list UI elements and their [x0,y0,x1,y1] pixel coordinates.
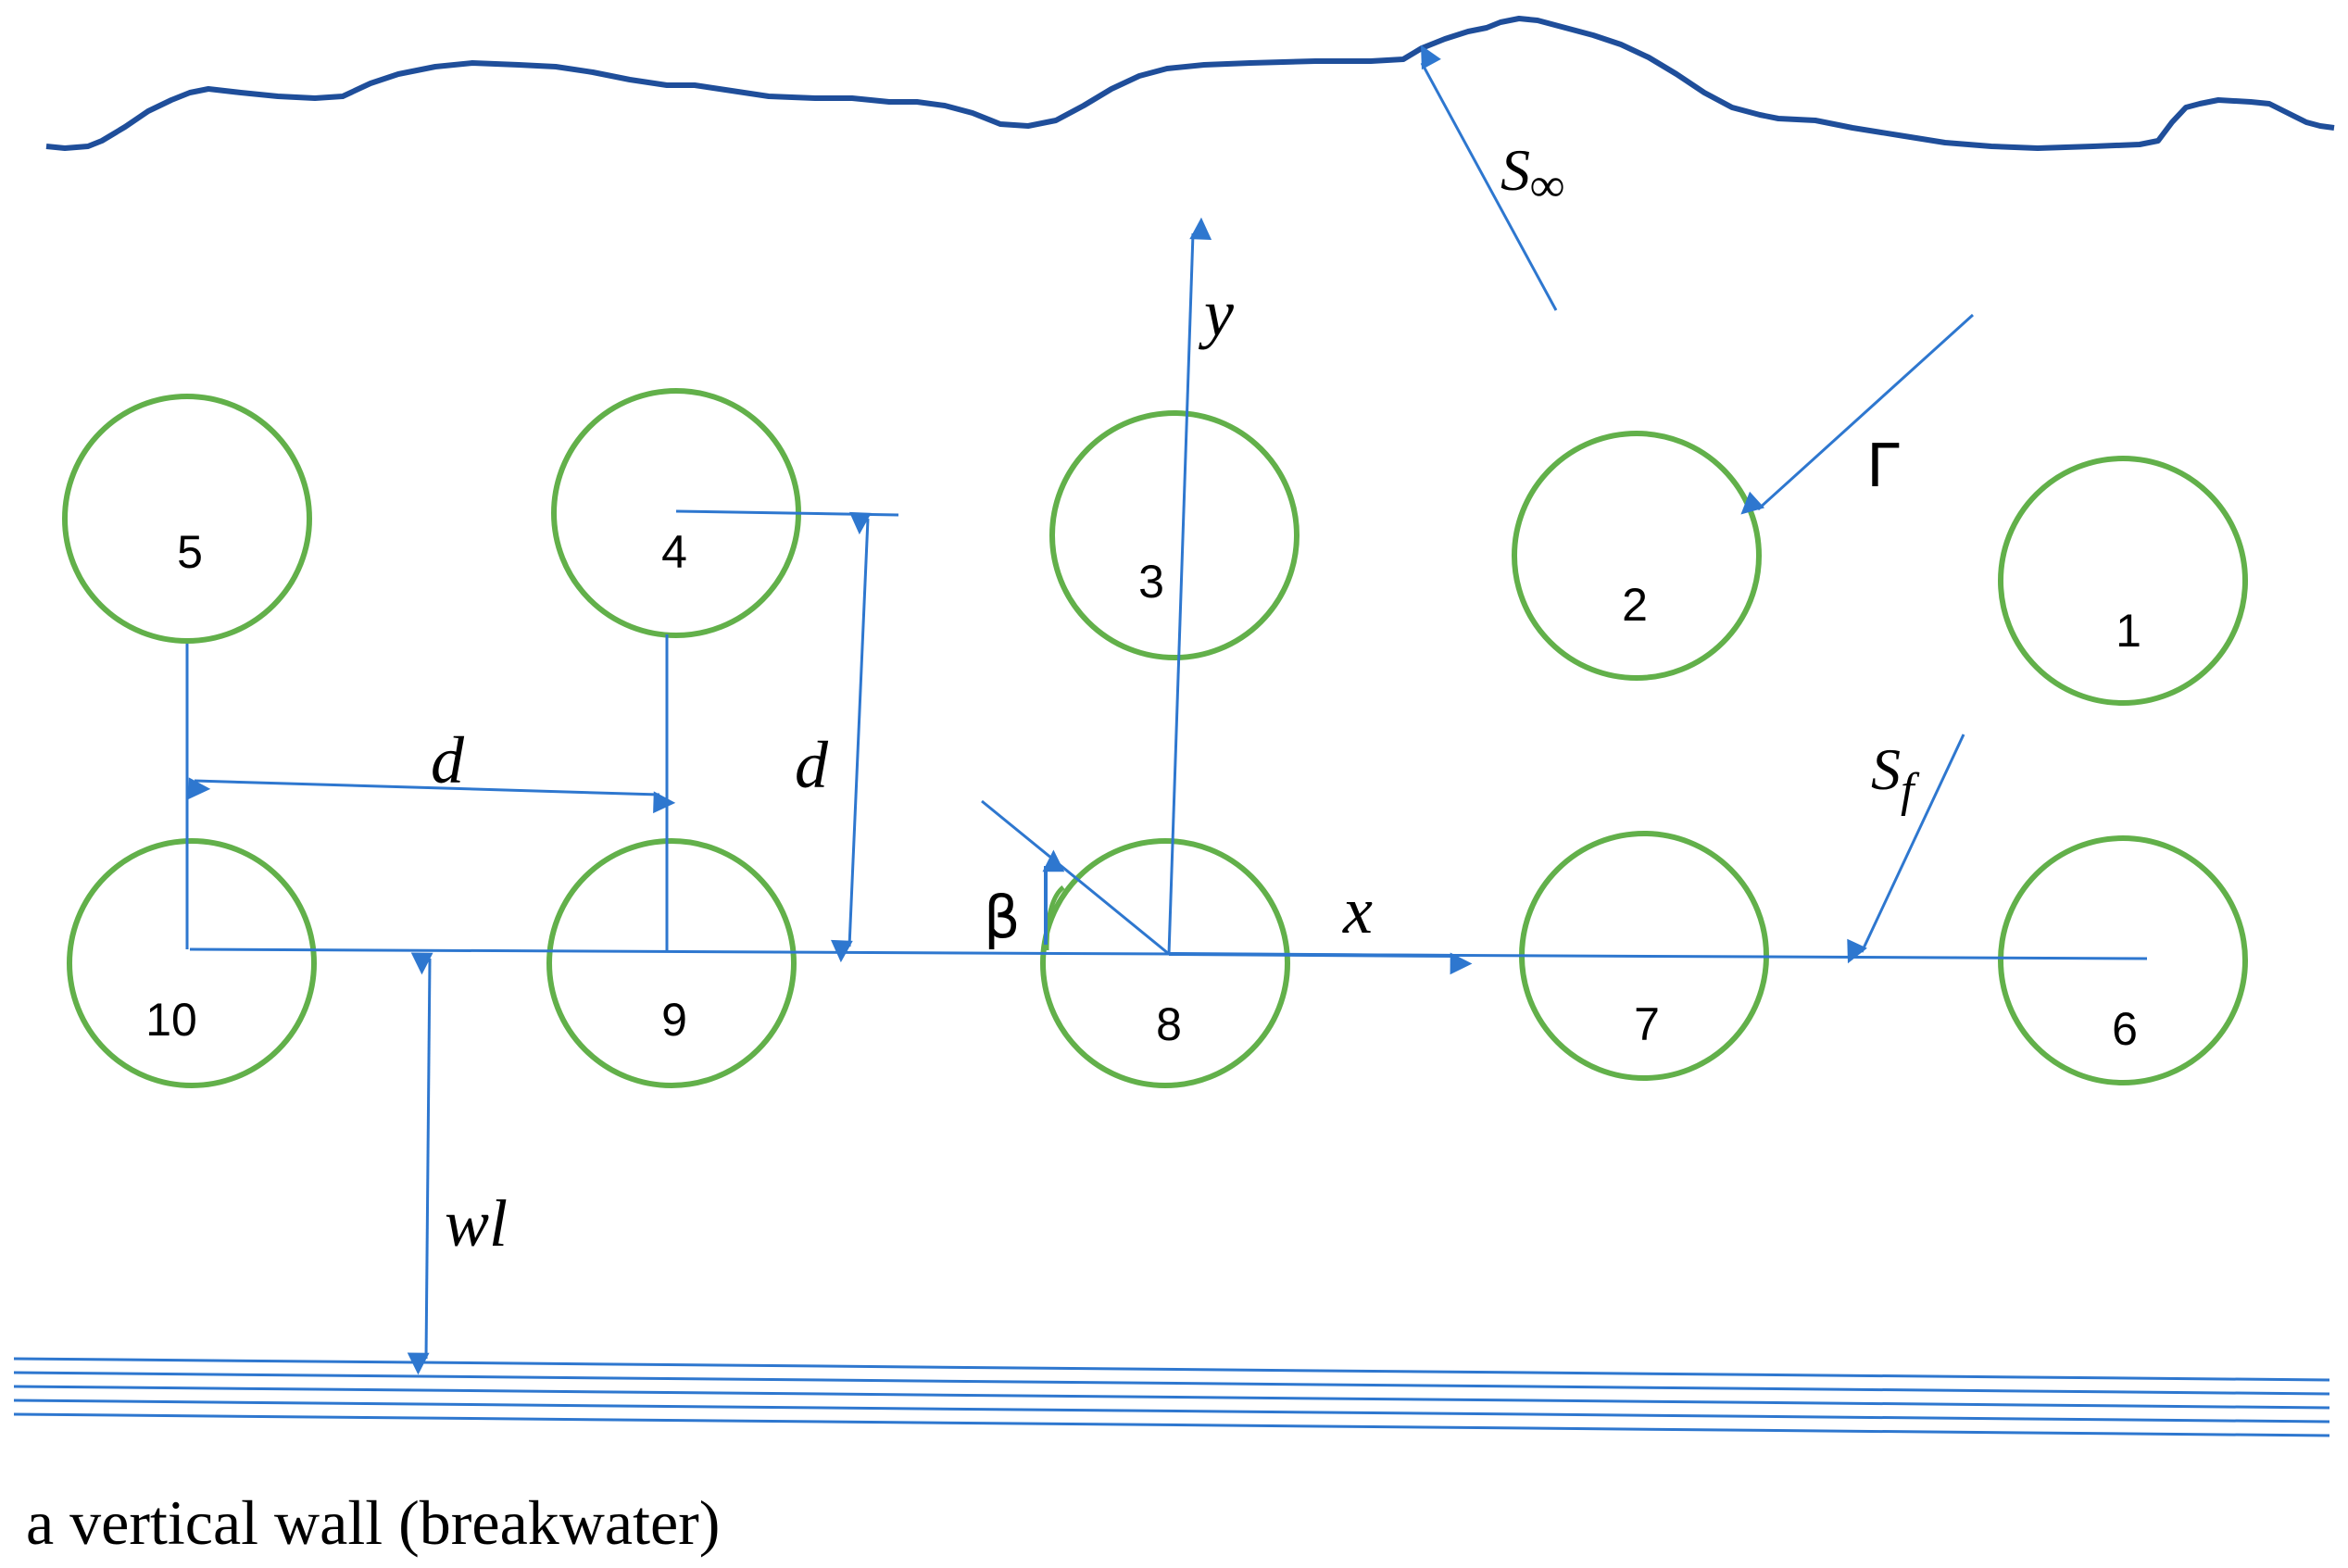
cylinder-10 [67,838,317,1088]
y-axis-label: y [1198,276,1234,350]
cylinder-label-2: 2 [1622,579,1648,631]
d-horizontal-label: d [431,723,465,797]
s-f-arrow [1847,734,1965,964]
gamma-arrow [1740,313,1975,515]
cylinder-label-4: 4 [661,526,687,578]
x-axis-label: x [1342,873,1373,947]
cylinder-9 [546,838,797,1088]
cylinder-8 [1040,838,1290,1088]
cylinder-label-1: 1 [2116,605,2141,657]
cylinder-3 [1049,410,1300,660]
cylinders [62,388,2248,1088]
s-f-label: Sf [1871,736,1920,817]
s-infinity-label: S∞ [1500,137,1564,212]
cylinder-label-3: 3 [1138,556,1164,608]
far-field-boundary [45,16,2335,151]
cylinder-2 [1512,431,1762,681]
cylinder-label-6: 6 [2112,1003,2138,1055]
cylinder-label-5: 5 [177,526,203,578]
d-horizontal-arrow [188,777,676,814]
cylinder-label-7: 7 [1634,998,1660,1050]
cylinder-label-8: 8 [1156,998,1182,1050]
vertical-wall [13,1357,2330,1437]
d-vertical-arrow [830,511,872,963]
wl-arrow [407,952,433,1375]
cylinder-5 [62,394,312,644]
cylinder-6 [1998,835,2248,1085]
beta-incidence-line [981,799,1170,956]
wl-label: wl [445,1186,508,1261]
d-vertical-ext [675,509,899,517]
s-infinity-arrow [1420,44,1558,311]
x-axis-arrow [1168,952,1473,975]
cylinder-labels: 1 2 3 4 5 6 7 8 9 10 [145,526,2141,1055]
cylinder-label-9: 9 [661,994,687,1046]
y-axis-arrow [1167,217,1212,955]
wall-caption: a vertical wall (breakwater) [26,1487,720,1558]
cylinder-label-10: 10 [145,994,197,1046]
d-vertical-label: d [795,728,829,802]
cylinder-1 [1998,456,2248,706]
gamma-label: Γ [1866,433,1900,501]
beta-label: β [984,884,1021,951]
